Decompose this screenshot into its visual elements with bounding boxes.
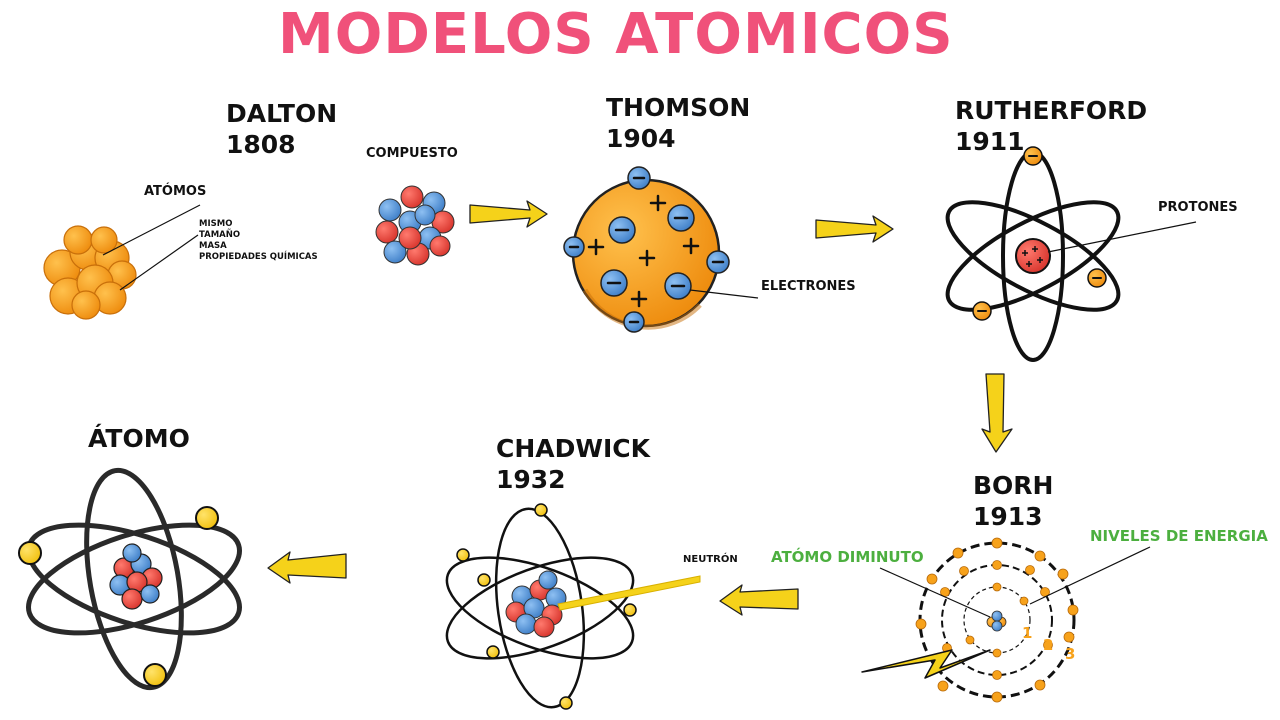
level-3-number: 3 xyxy=(1065,645,1075,663)
atomos-pointer xyxy=(102,204,201,256)
bohr-year: 1913 xyxy=(973,502,1043,531)
final-atom-electrons xyxy=(18,506,219,687)
dalton-name: DALTON xyxy=(226,99,338,128)
rutherford-name: RUTHERFORD xyxy=(955,96,1148,125)
rutherford-atom xyxy=(945,150,1121,362)
final-atom-nucleus xyxy=(109,543,163,610)
thomson-header: THOMSON 1904 xyxy=(606,92,750,154)
atomos-label: ATÓMOS xyxy=(144,184,207,199)
atomo-diminuto-label: ATÓMO DIMINUTO xyxy=(771,548,924,566)
level-2-number: 2 xyxy=(1043,636,1053,654)
protones-label: PROTONES xyxy=(1158,200,1238,215)
chadwick-header: CHADWICK 1932 xyxy=(496,433,650,495)
atomo-diminuto-pointer xyxy=(879,567,991,618)
arrow-down xyxy=(981,373,1013,453)
properties-list: MISMO TAMAÑO MASA PROPIEDADES QUÍMICAS xyxy=(199,219,318,263)
neutron-label: NEUTRÓN xyxy=(683,554,738,565)
rutherford-electrons xyxy=(972,146,1107,321)
chadwick-nucleus xyxy=(505,570,567,638)
bohr-nucleus xyxy=(986,610,1007,632)
property-item: TAMAÑO xyxy=(199,230,241,240)
thomson-year: 1904 xyxy=(606,124,676,153)
rutherford-year: 1911 xyxy=(955,127,1025,156)
neutron-pointer xyxy=(557,575,701,611)
niveles-pointer xyxy=(1029,546,1151,605)
bohr-lightning xyxy=(861,649,991,679)
thomson-atom xyxy=(563,166,759,333)
chadwick-name: CHADWICK xyxy=(496,434,650,463)
compuesto-label: COMPUESTO xyxy=(366,146,458,161)
bohr-name: BORH xyxy=(973,471,1054,500)
thomson-name: THOMSON xyxy=(606,93,751,122)
level-1-number: 1 xyxy=(1022,624,1032,642)
property-item: MISMO xyxy=(199,219,233,229)
dalton-atom-cluster xyxy=(43,225,137,320)
niveles-energia-label: NIVELES DE ENERGIA xyxy=(1090,527,1268,545)
electrones-label: ELECTRONES xyxy=(761,279,856,294)
chadwick-year: 1932 xyxy=(496,465,566,494)
dalton-year: 1808 xyxy=(226,130,296,159)
arrow-left-1 xyxy=(719,584,799,616)
rutherford-nucleus xyxy=(1015,238,1051,274)
arrow-left-2 xyxy=(267,551,347,584)
rutherford-header: RUTHERFORD 1911 xyxy=(955,95,1147,157)
compound-cluster xyxy=(375,185,455,266)
atomo-header: ÁTOMO xyxy=(88,423,190,454)
property-item: MASA xyxy=(199,241,227,251)
properties-pointer xyxy=(119,234,199,291)
page-title: MODELOS ATOMICOS xyxy=(278,2,954,67)
atomo-name: ÁTOMO xyxy=(88,424,190,453)
property-item: PROPIEDADES QUÍMICAS xyxy=(199,252,318,262)
protones-pointer xyxy=(1047,221,1197,253)
bohr-electrons xyxy=(915,537,1079,703)
bohr-header: BORH 1913 xyxy=(973,470,1053,532)
arrow-right-2 xyxy=(815,215,894,243)
chadwick-electrons xyxy=(456,503,637,710)
dalton-header: DALTON 1808 xyxy=(226,98,337,160)
arrow-right-1 xyxy=(469,200,548,228)
